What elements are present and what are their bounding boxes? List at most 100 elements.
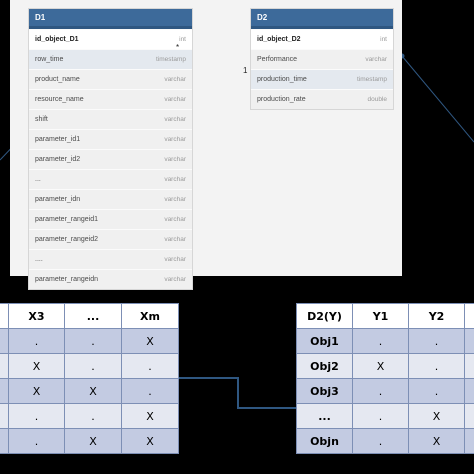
left-table-header-row: X3...Xm (0, 303, 179, 329)
table-link-line (178, 377, 296, 409)
table-row: Obj1.. (296, 328, 474, 354)
table-cell: . (408, 328, 465, 354)
table-cell: X (8, 378, 65, 404)
field-name: product_name (35, 76, 80, 83)
field-name: row_time (35, 56, 64, 63)
table-cell (0, 328, 9, 354)
field-type: varchar (164, 176, 186, 183)
d1-field-row[interactable]: row_time timestamp (29, 49, 192, 69)
table-cell: . (121, 353, 179, 379)
table-row: Objn.X (296, 428, 474, 454)
field-name: parameter_id2 (35, 156, 81, 163)
d1-field-row[interactable]: parameter_rangeidn varchar (29, 269, 192, 289)
d2-field-row[interactable]: id_object_D2 int (251, 29, 393, 49)
field-type: varchar (164, 116, 186, 123)
field-type: timestamp (156, 56, 186, 63)
column-header: D2(Y) (296, 303, 353, 329)
table-row: ..X (0, 328, 179, 354)
d2-right-connector (401, 55, 474, 143)
table-cell: . (352, 403, 409, 429)
d2-field-row[interactable]: Performance varchar (251, 49, 393, 69)
cardinality-many-label: * (176, 43, 180, 52)
table-cell: Obj1 (296, 328, 353, 354)
table-row: ..X (0, 403, 179, 429)
field-type: timestamp (357, 76, 387, 83)
table-cell (464, 328, 474, 354)
field-name: Performance (257, 56, 298, 63)
table-cell: X (8, 353, 65, 379)
table-cell: X (64, 378, 122, 404)
field-type: varchar (164, 96, 186, 103)
d1-field-row[interactable]: shift varchar (29, 109, 192, 129)
table-cell (0, 428, 9, 454)
table-cell: . (352, 378, 409, 404)
table-cell (464, 378, 474, 404)
d1-field-row[interactable]: resource_name varchar (29, 89, 192, 109)
field-type: varchar (164, 276, 186, 283)
table-cell: . (8, 328, 65, 354)
table-cell: Obj3 (296, 378, 353, 404)
column-header: Y2 (408, 303, 465, 329)
d2-field-row[interactable]: production_rate double (251, 89, 393, 109)
field-type: int (380, 36, 387, 43)
table-row: X.. (0, 353, 179, 379)
table-cell (464, 428, 474, 454)
field-name: parameter_idn (35, 196, 81, 203)
field-name: shift (35, 116, 48, 123)
field-type: varchar (365, 56, 387, 63)
field-type: varchar (164, 236, 186, 243)
table-cell: X (408, 428, 465, 454)
column-header: X3 (8, 303, 65, 329)
table-cell: . (352, 328, 409, 354)
d1-field-row[interactable]: parameter_id2 varchar (29, 149, 192, 169)
table-cell: X (121, 328, 179, 354)
field-type: varchar (164, 156, 186, 163)
column-header: Xm (121, 303, 179, 329)
field-name: parameter_rangeidn (35, 276, 99, 283)
table-cell: . (64, 403, 122, 429)
table-cell: X (408, 403, 465, 429)
field-name: production_rate (257, 96, 306, 103)
d1-field-row[interactable]: ...varchar (29, 169, 192, 189)
column-header: Y (464, 303, 474, 329)
table-cell: Obj2 (296, 353, 353, 379)
field-type: varchar (164, 136, 186, 143)
d1-field-row[interactable]: ....varchar (29, 249, 192, 269)
column-header: ... (64, 303, 122, 329)
table-cell: ... (296, 403, 353, 429)
column-header (0, 303, 9, 329)
table-cell: . (8, 403, 65, 429)
table-cell (0, 403, 9, 429)
field-type: double (367, 96, 387, 103)
table-cell: . (64, 353, 122, 379)
table-cell (0, 353, 9, 379)
column-header: Y1 (352, 303, 409, 329)
table-cell: . (408, 353, 465, 379)
field-type: varchar (164, 196, 186, 203)
d1-field-row[interactable]: parameter_idn varchar (29, 189, 192, 209)
cardinality-one-label: 1 (243, 66, 248, 75)
table-cell (464, 403, 474, 429)
field-type: varchar (164, 216, 186, 223)
table-cell: . (121, 378, 179, 404)
table-cell: . (64, 328, 122, 354)
field-name: resource_name (35, 96, 84, 103)
field-name: id_object_D2 (257, 36, 301, 43)
